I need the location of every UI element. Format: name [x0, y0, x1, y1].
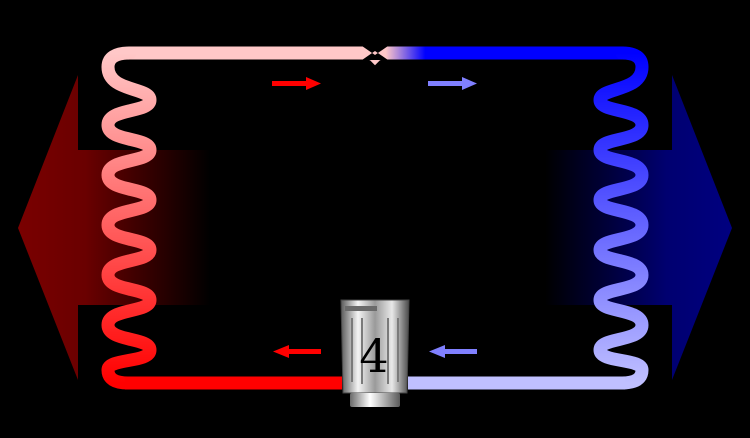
- flow-arrow-bottom-left-icon: [273, 345, 321, 358]
- compressor-cylinder-icon: 4: [340, 299, 410, 407]
- evaporator-coil: [593, 46, 649, 390]
- condenser-coil: [101, 46, 157, 390]
- top-pipe: [123, 46, 629, 66]
- flow-arrow-top-right-icon: [428, 77, 477, 90]
- flow-arrow-bottom-right-icon: [429, 345, 477, 358]
- compressor-label: 4: [359, 329, 388, 383]
- expansion-valve: [362, 46, 388, 60]
- flow-arrow-top-left-icon: [272, 77, 321, 90]
